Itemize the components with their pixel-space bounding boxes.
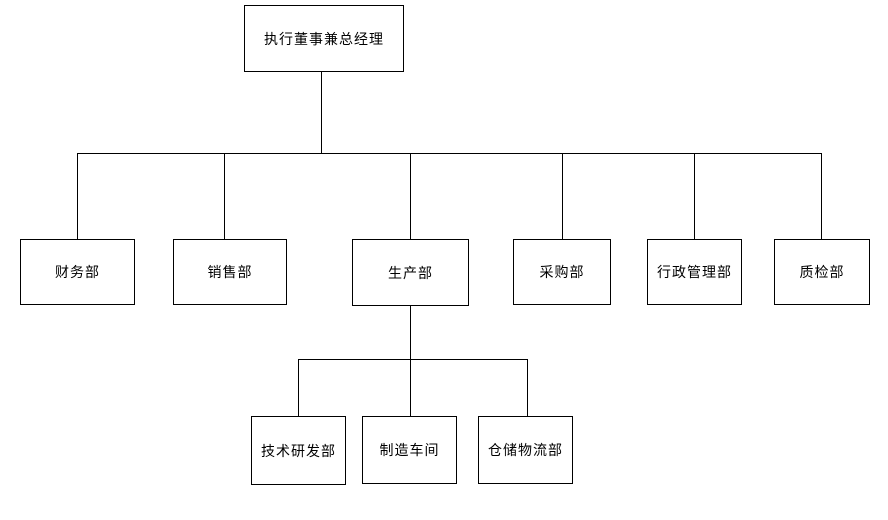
org-node-finance: 财务部 (20, 239, 135, 305)
connector-drop-purchasing (562, 153, 563, 239)
org-node-general-manager-label: 执行董事兼总经理 (264, 31, 384, 48)
connector-drop-production (410, 153, 411, 239)
org-node-finance-label: 财务部 (55, 265, 100, 281)
connector-drop-quality (821, 153, 822, 239)
connector-production-stem (410, 305, 411, 359)
org-node-admin: 行政管理部 (647, 239, 742, 305)
org-node-quality-label: 质检部 (799, 265, 845, 281)
org-node-rnd: 技术研发部 (251, 416, 346, 485)
connector-drop-finance (77, 153, 78, 239)
org-node-rnd-label: 技术研发部 (261, 443, 336, 460)
connector-drop-workshop (410, 359, 411, 416)
org-node-production-label: 生产部 (388, 265, 433, 282)
org-node-admin-label: 行政管理部 (657, 265, 732, 281)
org-node-purchasing: 采购部 (513, 239, 611, 305)
connector-drop-admin (694, 153, 695, 239)
org-node-production: 生产部 (352, 239, 469, 306)
org-node-quality: 质检部 (774, 239, 870, 305)
connector-drop-sales (224, 153, 225, 239)
connector-root-stem (321, 72, 322, 153)
connector-level2-rail (77, 153, 822, 154)
connector-level3-rail (298, 359, 528, 360)
connector-drop-rnd (298, 359, 299, 416)
connector-drop-logistics (527, 359, 528, 416)
org-node-workshop: 制造车间 (362, 416, 457, 484)
org-node-logistics: 仓储物流部 (478, 416, 573, 484)
org-node-workshop-label: 制造车间 (379, 443, 440, 459)
org-node-purchasing-label: 采购部 (539, 265, 585, 281)
org-node-logistics-label: 仓储物流部 (488, 443, 563, 459)
org-node-sales: 销售部 (173, 239, 287, 305)
org-node-general-manager: 执行董事兼总经理 (244, 5, 404, 72)
org-node-sales-label: 销售部 (207, 265, 253, 281)
